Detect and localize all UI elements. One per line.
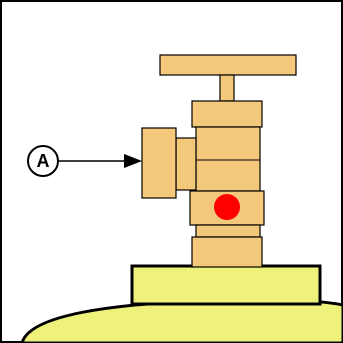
valve-base [191, 236, 263, 268]
valve-handle [159, 54, 297, 76]
red-dot-icon [214, 194, 240, 220]
outlet-nut [141, 127, 177, 199]
arrow-right-icon [124, 154, 142, 168]
valve-stem [219, 74, 235, 102]
valve-bonnet [191, 100, 263, 128]
valve-body [195, 126, 261, 192]
tank-dome [20, 298, 343, 343]
outlet-connector [175, 137, 197, 191]
callout-circle [27, 145, 59, 177]
valve-neck [195, 224, 261, 238]
tank-collar [130, 264, 322, 306]
